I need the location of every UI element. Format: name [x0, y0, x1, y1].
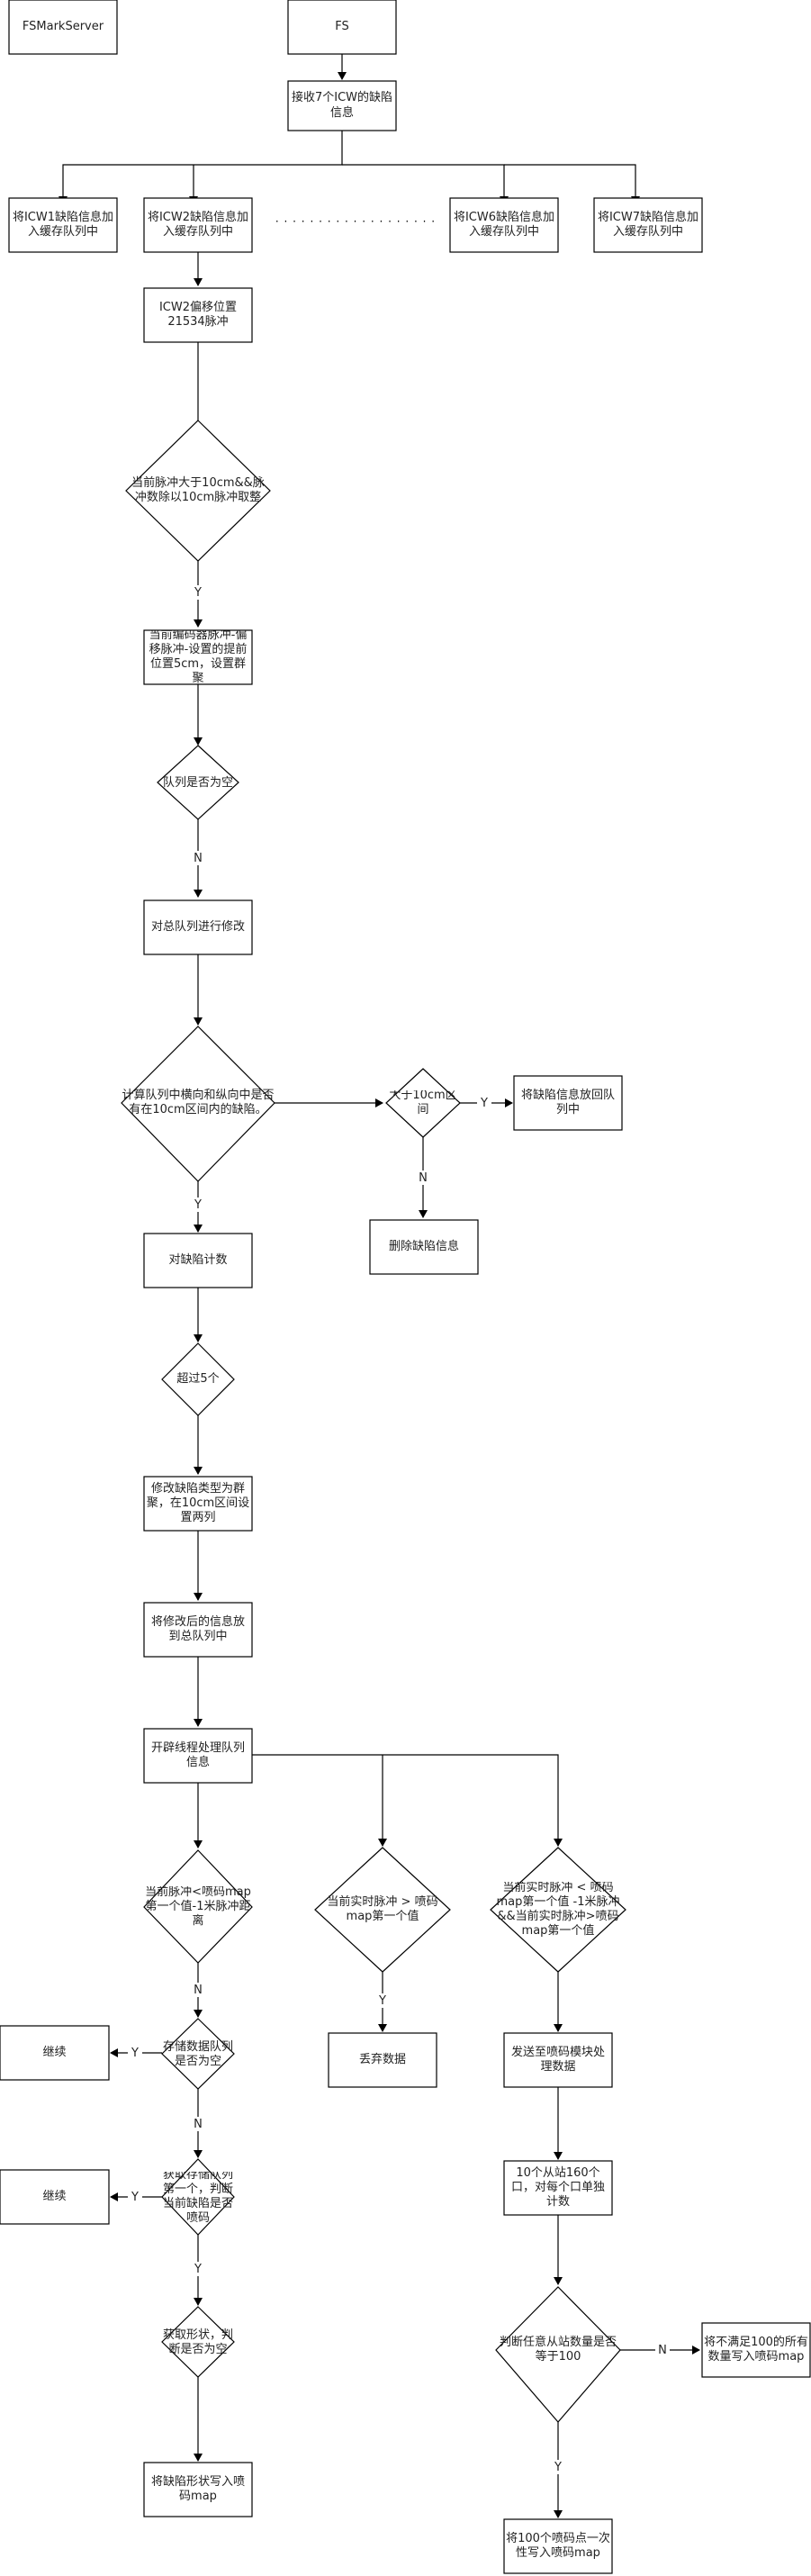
text-cond-cache-empty: 存储数据队列是否为空 [162, 2039, 233, 2068]
node-cond-cache-empty [161, 2018, 235, 2090]
ellipsis: · · · · · · · · · · · · · · · · · · · [275, 215, 436, 228]
text-get-first: 获取存储队列第一个，判断当前缺陷是否喷码 [162, 2172, 233, 2222]
text-cond-c: 当前实时脉冲 < 喷码map第一个值 -1米脉冲&&当前实时脉冲>喷码map第一… [496, 1882, 620, 1938]
text-icw2-offset: ICW2偏移位置21534脉冲 [158, 300, 238, 329]
edge-thread-branch [252, 1754, 563, 1847]
label-n-empty: N [194, 852, 203, 865]
text-fs: FS [335, 19, 349, 33]
node-modify-total [143, 899, 253, 955]
text-per-count: 10个从站160个口，对每个口单独计数 [510, 2165, 605, 2210]
text-send: 发送至喷码模块处理数据 [510, 2045, 605, 2074]
text-icw7: 将ICW7缺陷信息加入缓存队列中 [597, 210, 699, 239]
node-get-first [161, 2158, 235, 2236]
node-discard [328, 2032, 437, 2088]
label-n-gt10: N [419, 1171, 428, 1185]
text-fsmarkserver: FSMarkServer [22, 19, 104, 33]
node-receive [287, 80, 397, 131]
text-cond-100: 判断任意从站数量是否等于100 [499, 2335, 617, 2364]
edge-split-icw7 [504, 164, 640, 204]
text-discard: 丢弃数据 [358, 2052, 406, 2066]
node-queue-empty [157, 745, 239, 820]
node-gt10cm [385, 1068, 461, 1138]
text-icw6: 将ICW6缺陷信息加入缓存队列中 [453, 210, 555, 239]
label-y-cond100: Y [554, 2461, 562, 2474]
node-thread [143, 1728, 253, 1784]
label-n-cacheempty: N [194, 2118, 203, 2131]
text-count: 对缺陷计数 [168, 1252, 228, 1267]
node-cond-c [490, 1847, 626, 1973]
text-continue2: 继续 [42, 2189, 67, 2203]
node-cond-compute [121, 1026, 275, 1182]
node-cond-100 [495, 2286, 621, 2423]
node-continue2 [0, 2169, 110, 2225]
text-cond-b: 当前实时脉冲 > 喷码map第一个值 [327, 1894, 438, 1923]
text-write-not100: 将不满足100的所有数量写入喷码map [704, 2335, 808, 2364]
node-icw2-offset [143, 287, 253, 343]
node-write-100 [503, 2518, 613, 2574]
text-set-tag: 当前编码器脉冲-偏移脉冲-设置的提前位置5cm，设置群聚 [149, 630, 248, 684]
text-write-map: 将缺陷形状写入喷码map [150, 2474, 245, 2503]
node-cond-b [314, 1847, 451, 1973]
text-modify-total: 对总队列进行修改 [150, 919, 245, 934]
node-cond-a [143, 1849, 253, 1964]
node-send [503, 2032, 613, 2088]
node-write-map [143, 2462, 253, 2517]
text-queue-empty: 队列是否为空 [162, 775, 233, 790]
node-count [143, 1233, 253, 1288]
label-n-conda: N [194, 1984, 203, 1997]
text-icw2: 将ICW2缺陷信息加入缓存队列中 [147, 210, 249, 239]
label-n-cond100: N [658, 2344, 667, 2357]
node-per-count [503, 2160, 613, 2216]
text-gt10cm: 大于10cm区间 [389, 1090, 457, 1116]
text-over5: 超过5个 [176, 1371, 220, 1386]
text-delete-info: 删除缺陷信息 [388, 1239, 459, 1253]
node-continue1 [0, 2025, 110, 2081]
text-write-100: 将100个喷码点一次性写入喷码map [506, 2531, 610, 2560]
text-continue1: 继续 [42, 2045, 67, 2059]
label-y-compute: Y [194, 1198, 202, 1212]
text-cond-a: 当前脉冲<喷码map第一个值-1米脉冲距离 [145, 1886, 251, 1928]
node-delete-info [369, 1219, 479, 1275]
node-icw2 [143, 197, 253, 253]
text-icw1: 将ICW1缺陷信息加入缓存队列中 [12, 210, 114, 239]
text-put-back: 将缺陷信息放回队列中 [520, 1088, 615, 1116]
label-y-cacheempty: Y [131, 2047, 139, 2060]
node-get-shape [161, 2306, 235, 2378]
node-put-total [143, 1602, 253, 1658]
text-get-shape: 获取形状，判断是否为空 [162, 2327, 233, 2356]
node-set-tag [143, 629, 253, 685]
edge-labels: Y N Y N Y Y Y N N Y N Y Y [128, 585, 670, 2474]
text-thread: 开辟线程处理队列信息 [150, 1740, 245, 1769]
node-over5 [161, 1342, 235, 1416]
node-fs [287, 0, 397, 55]
node-modify-type [143, 1476, 253, 1532]
text-put-total: 将修改后的信息放到总队列中 [150, 1614, 245, 1643]
node-write-not100 [701, 2322, 811, 2378]
label-y-getshape: Y [194, 2263, 202, 2276]
text-cond-10cm: 当前脉冲大于10cm&&脉冲数除以10cm脉冲取整 [131, 475, 265, 504]
text-receive: 接收7个ICW的缺陷信息 [291, 91, 393, 120]
text-modify-type: 修改缺陷类型为群聚，在10cm区间设置两列 [146, 1481, 250, 1525]
node-fsmarkserver [8, 0, 118, 55]
label-y-condb: Y [378, 1994, 386, 2008]
label-y-cond10: Y [194, 586, 202, 600]
label-y-gt10: Y [480, 1097, 488, 1110]
node-icw6 [449, 197, 559, 253]
label-y-getfirst: Y [131, 2191, 139, 2204]
node-icw7 [593, 197, 703, 253]
node-icw1 [8, 197, 118, 253]
node-cond-10cm [125, 420, 271, 562]
node-put-back [513, 1075, 623, 1131]
edge-receive-split [59, 131, 343, 204]
text-cond-compute: 计算队列中横向和纵向中是否有在10cm区间内的缺陷。 [122, 1088, 275, 1116]
